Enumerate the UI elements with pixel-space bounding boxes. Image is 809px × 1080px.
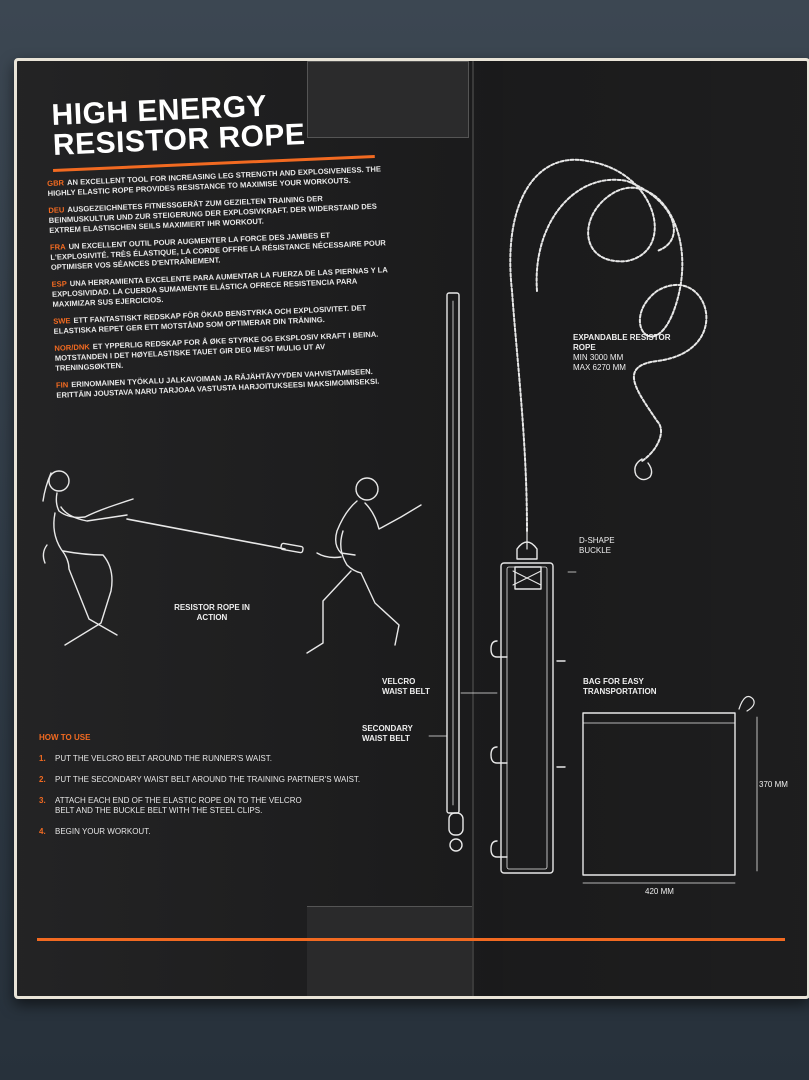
bag-label: BAG FOR EASY TRANSPORTATION	[583, 677, 657, 696]
bottom-accent-rule	[37, 938, 785, 941]
rope-min-length: MIN 3000 MM	[573, 353, 624, 362]
secondary-belt-label: SECONDARY WAIST BELT	[362, 724, 413, 743]
rope-max-length: MAX 6270 MM	[573, 363, 626, 372]
d-shape-buckle-label: D-SHAPE BUCKLE	[579, 536, 615, 555]
d-shape-buckle-drawing	[516, 541, 538, 560]
step-4: 4.BEGIN YOUR WORKOUT.	[39, 827, 151, 836]
transport-bag-drawing	[582, 696, 758, 884]
line-art-illustrations	[42, 158, 758, 884]
how-to-use-section: HOW TO USE 1.PUT THE VELCRO BELT AROUND …	[39, 733, 379, 848]
box-seam	[472, 61, 474, 996]
steel-clip-icon	[634, 458, 653, 481]
box-top-flap	[307, 61, 469, 138]
velcro-belt-drawing	[490, 562, 566, 874]
expandable-rope-label: EXPANDABLE RESISTOR ROPE MIN 3000 MM MAX…	[573, 333, 673, 373]
how-to-use-title: HOW TO USE	[39, 733, 91, 742]
runner-figure	[306, 477, 422, 654]
velcro-belt-label: VELCRO WAIST BELT	[382, 677, 430, 696]
in-action-label: RESISTOR ROPE IN ACTION	[174, 603, 250, 622]
step-2: 2.PUT THE SECONDARY WAIST BELT AROUND TH…	[39, 775, 361, 784]
bag-width-label: 420 MM	[645, 887, 674, 896]
box-bottom-flap	[307, 906, 472, 996]
secondary-belt-drawing	[446, 292, 464, 852]
training-partner-figure	[42, 470, 134, 646]
step-1: 1.PUT THE VELCRO BELT AROUND THE RUNNER'…	[39, 754, 272, 763]
step-3: 3.ATTACH EACH END OF THE ELASTIC ROPE ON…	[39, 796, 302, 815]
bag-height-label: 370 MM	[759, 780, 788, 789]
elastic-rope-drawing	[509, 158, 708, 532]
rope-in-action	[126, 518, 286, 550]
